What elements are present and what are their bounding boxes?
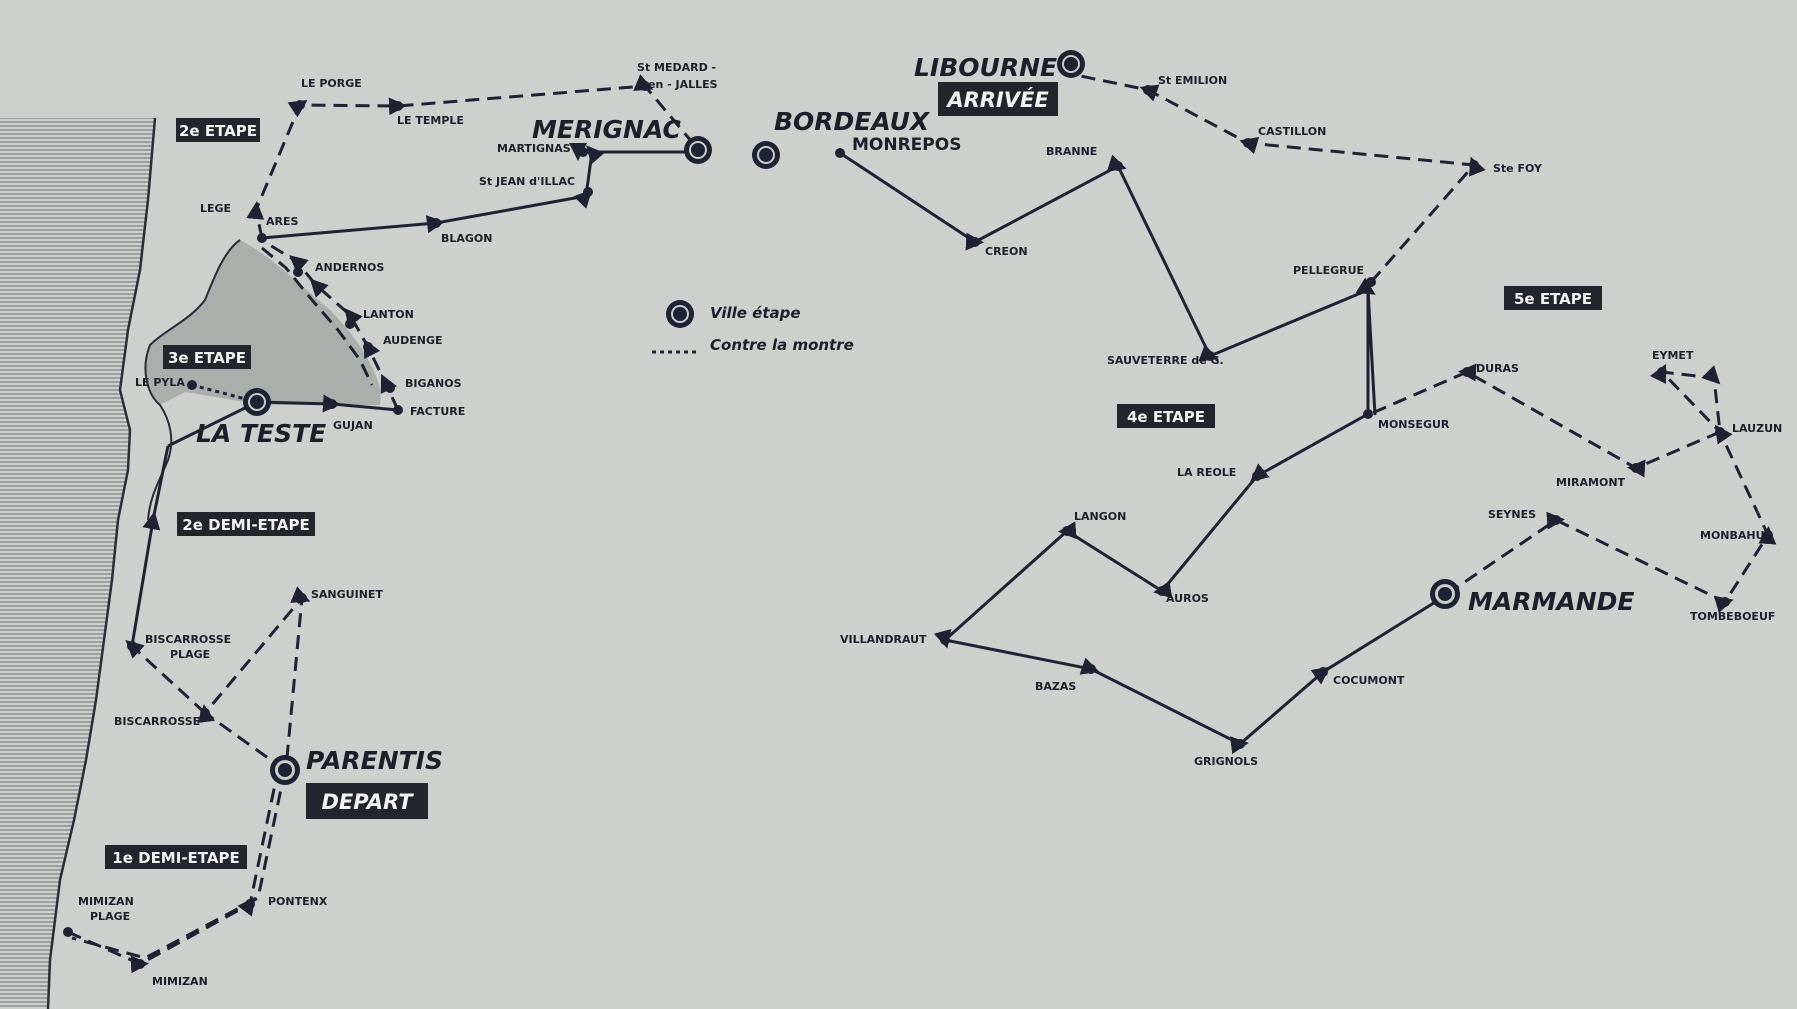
coastline — [0, 117, 157, 1009]
svg-text:Contre la montre: Contre la montre — [710, 336, 854, 354]
svg-text:ANDERNOS: ANDERNOS — [315, 261, 384, 274]
town-dots — [63, 81, 1773, 969]
svg-text:4e ETAPE: 4e ETAPE — [1127, 408, 1205, 426]
legend-contre-la-montre: Contre la montre — [652, 336, 854, 354]
badge-etape-3: 3e ETAPE — [163, 345, 251, 369]
svg-text:BIGANOS: BIGANOS — [405, 377, 462, 390]
merignac-label: MERIGNAC — [532, 115, 682, 144]
svg-text:BRANNE: BRANNE — [1046, 145, 1097, 158]
merignac-marker — [684, 136, 712, 164]
svg-text:MARTIGNAS: MARTIGNAS — [497, 142, 571, 155]
badge-etape-4: 4e ETAPE — [1117, 404, 1215, 428]
marmande-label: MARMANDE — [1468, 587, 1634, 616]
svg-text:MIMIZAN: MIMIZAN — [78, 895, 134, 908]
svg-text:BAZAS: BAZAS — [1035, 680, 1076, 693]
svg-text:St EMILION: St EMILION — [1158, 74, 1227, 87]
badge-demi-etape-1: 1e DEMI-ETAPE — [105, 845, 247, 869]
badge-etape-5: 5e ETAPE — [1504, 286, 1602, 310]
badge-depart: DEPART — [306, 783, 428, 819]
badge-demi-etape-2: 2e DEMI-ETAPE — [177, 512, 315, 536]
svg-text:ARRIVÉE: ARRIVÉE — [945, 87, 1049, 112]
svg-text:LAUZUN: LAUZUN — [1732, 422, 1782, 435]
legend-ville-etape: Ville étape — [666, 300, 801, 328]
svg-text:CASTILLON: CASTILLON — [1258, 125, 1326, 138]
svg-text:SAUVETERRE de G.: SAUVETERRE de G. — [1107, 354, 1224, 367]
svg-text:3e ETAPE: 3e ETAPE — [168, 349, 246, 367]
svg-text:FACTURE: FACTURE — [410, 405, 465, 418]
svg-text:PELLEGRUE: PELLEGRUE — [1293, 264, 1364, 277]
svg-text:LE PORGE: LE PORGE — [301, 77, 362, 90]
svg-text:St JEAN d'ILLAC: St JEAN d'ILLAC — [479, 175, 575, 188]
svg-text:VILLANDRAUT: VILLANDRAUT — [840, 633, 927, 646]
svg-text:Ville étape: Ville étape — [710, 304, 801, 322]
svg-text:BISCARROSSE: BISCARROSSE — [145, 633, 231, 646]
svg-text:LANGON: LANGON — [1074, 510, 1126, 523]
svg-text:2e ETAPE: 2e ETAPE — [179, 122, 257, 140]
badge-arrivee: ARRIVÉE — [938, 82, 1058, 116]
la-teste-marker — [243, 388, 271, 416]
svg-text:MONSEGUR: MONSEGUR — [1378, 418, 1450, 431]
svg-text:BISCARROSSE: BISCARROSSE — [114, 715, 200, 728]
svg-text:LE PYLA: LE PYLA — [135, 376, 185, 389]
svg-text:GRIGNOLS: GRIGNOLS — [1194, 755, 1258, 768]
svg-text:PLAGE: PLAGE — [170, 648, 210, 661]
svg-text:AUDENGE: AUDENGE — [383, 334, 443, 347]
svg-text:PONTENX: PONTENX — [268, 895, 328, 908]
badge-etape-2: 2e ETAPE — [176, 118, 260, 142]
svg-text:MIMIZAN: MIMIZAN — [152, 975, 208, 988]
svg-text:en - JALLES: en - JALLES — [648, 78, 718, 91]
svg-text:SANGUINET: SANGUINET — [311, 588, 383, 601]
svg-text:PLAGE: PLAGE — [90, 910, 130, 923]
major-city-labels: MERIGNAC BORDEAUX LIBOURNE LA TESTE PARE… — [196, 53, 1634, 775]
town-labels: LE PORGE LE TEMPLE St MEDARD - en - JALL… — [78, 61, 1782, 988]
svg-text:DURAS: DURAS — [1476, 362, 1519, 375]
svg-text:MONREPOS: MONREPOS — [852, 135, 961, 155]
svg-text:LEGE: LEGE — [200, 202, 231, 215]
libourne-marker — [1057, 50, 1085, 78]
svg-text:LE TEMPLE: LE TEMPLE — [397, 114, 464, 127]
libourne-label: LIBOURNE — [914, 53, 1057, 82]
svg-text:2e DEMI-ETAPE: 2e DEMI-ETAPE — [182, 516, 309, 534]
svg-text:GUJAN: GUJAN — [333, 419, 373, 432]
svg-text:St MEDARD -: St MEDARD - — [637, 61, 716, 74]
bordeaux-label: BORDEAUX — [774, 107, 931, 136]
svg-text:LA REOLE: LA REOLE — [1177, 466, 1236, 479]
parentis-marker — [270, 755, 300, 785]
svg-text:LANTON: LANTON — [363, 308, 414, 321]
marmande-marker — [1430, 579, 1460, 609]
svg-text:SEYNES: SEYNES — [1488, 508, 1536, 521]
svg-text:COCUMONT: COCUMONT — [1333, 674, 1405, 687]
svg-text:MIRAMONT: MIRAMONT — [1556, 476, 1626, 489]
la-teste-label: LA TESTE — [196, 419, 326, 448]
svg-text:Ste FOY: Ste FOY — [1493, 162, 1543, 175]
svg-text:TOMBEBOEUF: TOMBEBOEUF — [1690, 610, 1775, 623]
svg-text:ARES: ARES — [266, 215, 298, 228]
svg-text:5e ETAPE: 5e ETAPE — [1514, 290, 1592, 308]
svg-text:DEPART: DEPART — [321, 790, 414, 814]
parentis-label: PARENTIS — [306, 746, 443, 775]
map-legend: Ville étape Contre la montre — [652, 300, 854, 354]
svg-text:AUROS: AUROS — [1166, 592, 1209, 605]
svg-text:BLAGON: BLAGON — [441, 232, 493, 245]
svg-text:1e DEMI-ETAPE: 1e DEMI-ETAPE — [112, 849, 239, 867]
stage-town-markers — [243, 50, 1460, 785]
svg-text:EYMET: EYMET — [1652, 349, 1694, 362]
svg-text:CREON: CREON — [985, 245, 1028, 258]
stage-badges: 2e ETAPE 3e ETAPE 2e DEMI-ETAPE 1e DEMI-… — [105, 82, 1602, 869]
bordeaux-marker — [752, 141, 780, 169]
svg-text:MONBAHUS: MONBAHUS — [1700, 529, 1773, 542]
